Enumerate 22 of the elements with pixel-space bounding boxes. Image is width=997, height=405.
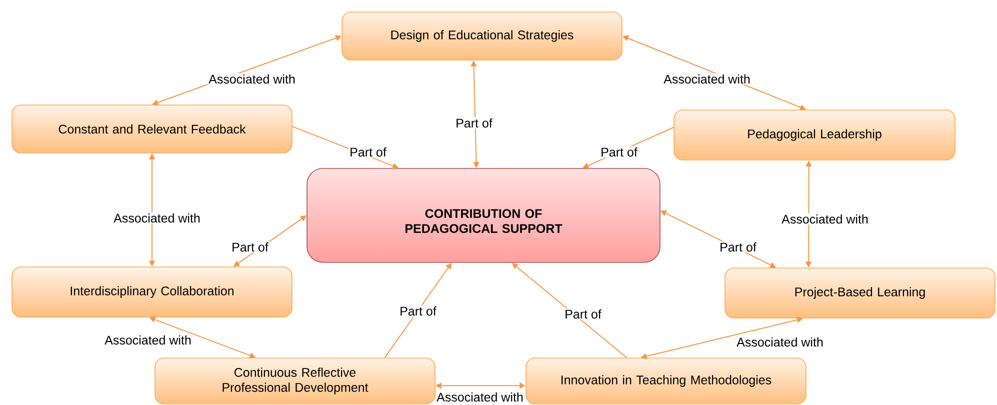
concept-box: Project-Based Learning [724, 268, 996, 318]
edge-label: Part of [600, 146, 638, 158]
edge-label: Part of [564, 308, 602, 320]
edge-label: Associated with [736, 336, 824, 348]
edge-label: Associated with [436, 391, 524, 403]
concept-box: Constant and Relevant Feedback [12, 104, 292, 154]
edge-label: Associated with [662, 73, 752, 85]
edge-label: Associated with [208, 73, 296, 85]
concept-box: Continuous Reflective Professional Development [154, 358, 436, 404]
edge-label: Part of [230, 241, 270, 253]
edge-label: Part of [718, 241, 758, 253]
edge-label: Part of [454, 117, 494, 129]
edge-label: Associated with [112, 212, 202, 224]
concept-box: Pedagogical Leadership [674, 110, 956, 160]
central-box: CONTRIBUTION OF PEDAGOGICAL SUPPORT [306, 168, 660, 263]
edge-label: Part of [398, 305, 438, 317]
concept-box: Interdisciplinary Collaboration [12, 266, 292, 318]
edge-label: Part of [348, 146, 388, 158]
edge-label: Associated with [104, 334, 192, 346]
edge-label: Associated with [780, 213, 870, 225]
concept-box: Design of Educational Strategies [342, 12, 622, 60]
concept-box: Innovation in Teaching Methodologies [526, 358, 806, 404]
